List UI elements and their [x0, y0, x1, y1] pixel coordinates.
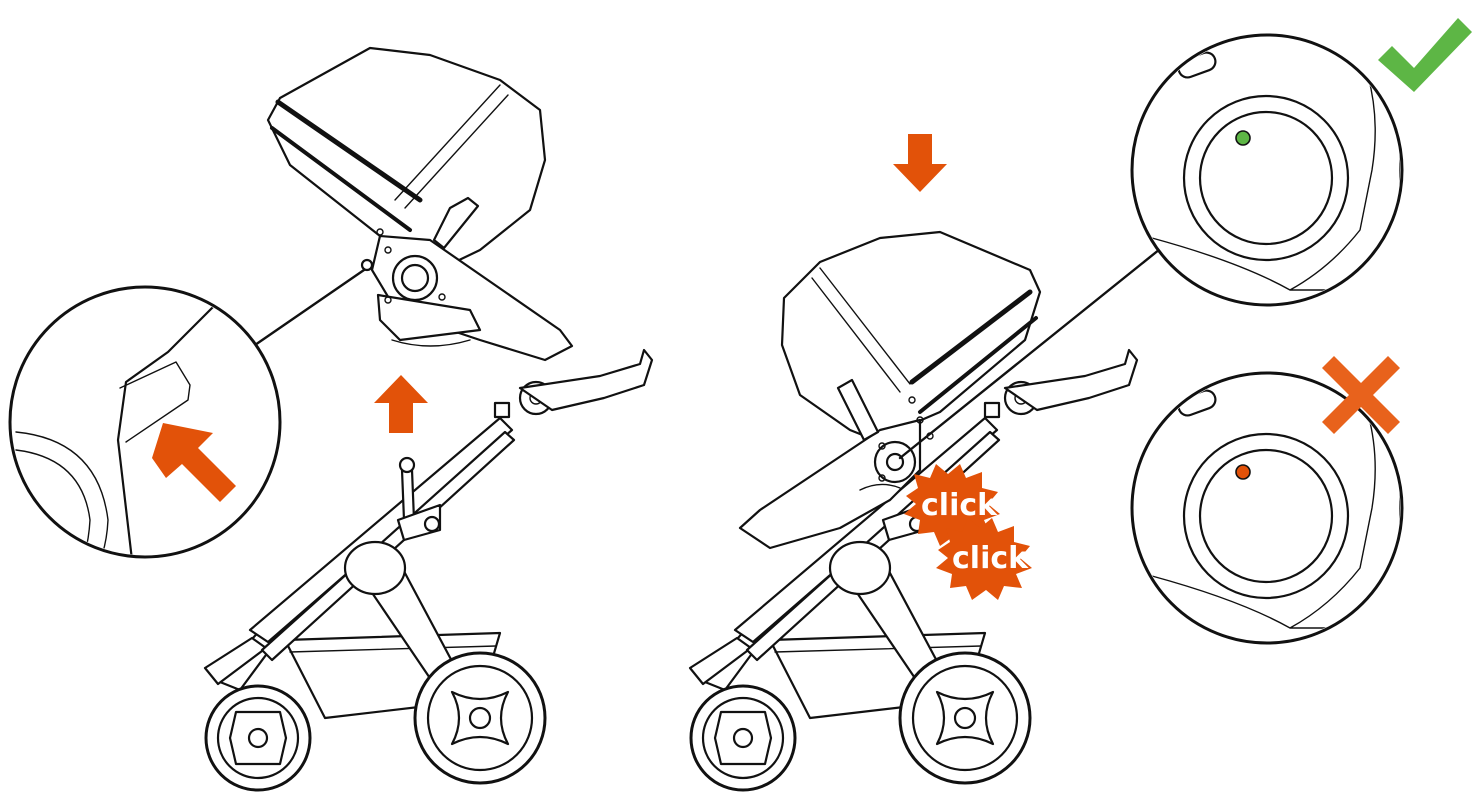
right-seat-unit — [738, 230, 1167, 550]
up-arrow-icon — [374, 375, 428, 433]
correct-detail-callout — [1130, 33, 1404, 307]
left-stroller-frame — [203, 348, 654, 792]
click-label-1: click — [921, 488, 998, 523]
indicator-orange-icon — [1235, 464, 1251, 480]
click-label-2: click — [952, 541, 1029, 576]
incorrect-detail-callout — [1130, 371, 1404, 645]
click-burst-1: click — [904, 464, 1000, 546]
push-arrow-icon — [152, 423, 236, 502]
x-mark-icon — [1322, 356, 1400, 434]
indicator-green-icon — [1235, 130, 1251, 146]
click-burst-2: click — [936, 518, 1032, 600]
check-mark-icon — [1378, 18, 1472, 92]
down-arrow-icon — [893, 134, 947, 192]
left-seat-unit — [253, 46, 574, 362]
